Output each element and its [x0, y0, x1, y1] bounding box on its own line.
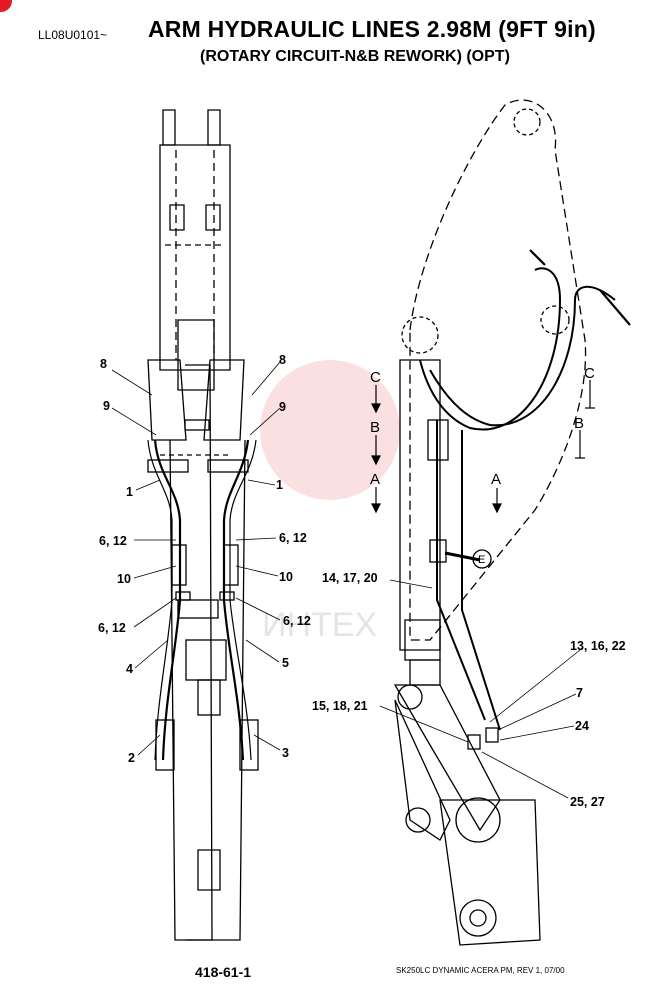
section-a-left: A [370, 471, 380, 488]
callout-9-left: 9 [103, 399, 110, 413]
callout-6-12-right-upper: 6, 12 [279, 531, 307, 545]
section-b-right: B [574, 415, 584, 432]
callout-13-16-22: 13, 16, 22 [570, 639, 626, 653]
section-arrows [371, 380, 595, 514]
callout-labels: 8 9 1 6, 12 10 6, 12 4 2 8 9 1 6, 12 10 … [98, 353, 626, 809]
callout-4: 4 [126, 662, 133, 676]
watermark: ИНТЕХ [260, 360, 400, 644]
callout-3: 3 [282, 746, 289, 760]
callout-10-right: 10 [279, 570, 293, 584]
watermark-text: ИНТЕХ [262, 606, 377, 644]
arm-side-view [393, 99, 631, 946]
callout-1-right: 1 [276, 478, 283, 492]
section-a-mid: A [491, 471, 501, 488]
callout-24: 24 [575, 719, 589, 733]
section-mark-labels: C B A A C B [370, 365, 595, 488]
callout-15-18-21: 15, 18, 21 [312, 699, 368, 713]
callout-6-12-left-lower: 6, 12 [98, 621, 126, 635]
section-c-right: C [584, 365, 595, 382]
document-code: LL08U0101~ [38, 28, 108, 42]
section-c-left: C [370, 369, 381, 386]
callout-14-17-20: 14, 17, 20 [322, 571, 378, 585]
callout-10-left: 10 [117, 572, 131, 586]
callout-6-12-right-lower: 6, 12 [283, 614, 311, 628]
callout-9-right: 9 [279, 400, 286, 414]
callout-2: 2 [128, 751, 135, 765]
callout-e-circle [472, 549, 492, 569]
callout-25-27: 25, 27 [570, 795, 605, 809]
callout-7: 7 [576, 686, 583, 700]
leader-lines [111, 361, 581, 799]
callout-6-12-left-upper: 6, 12 [99, 534, 127, 548]
callout-e: E [478, 554, 485, 566]
callout-5: 5 [282, 656, 289, 670]
arm-top-view [147, 109, 259, 941]
callout-8-left: 8 [100, 357, 107, 371]
page-title: ARM HYDRAULIC LINES 2.98M (9FT 9in) [148, 16, 596, 42]
section-b-left: B [370, 419, 380, 436]
callout-1-left: 1 [126, 485, 133, 499]
page-number: 418-61-1 [195, 964, 252, 980]
callout-8-right: 8 [279, 353, 286, 367]
manual-reference: SK250LC DYNAMIC ACERA PM, REV 1, 07/00 [396, 966, 565, 975]
page-subtitle: (ROTARY CIRCUIT-N&B REWORK) (OPT) [200, 48, 510, 65]
